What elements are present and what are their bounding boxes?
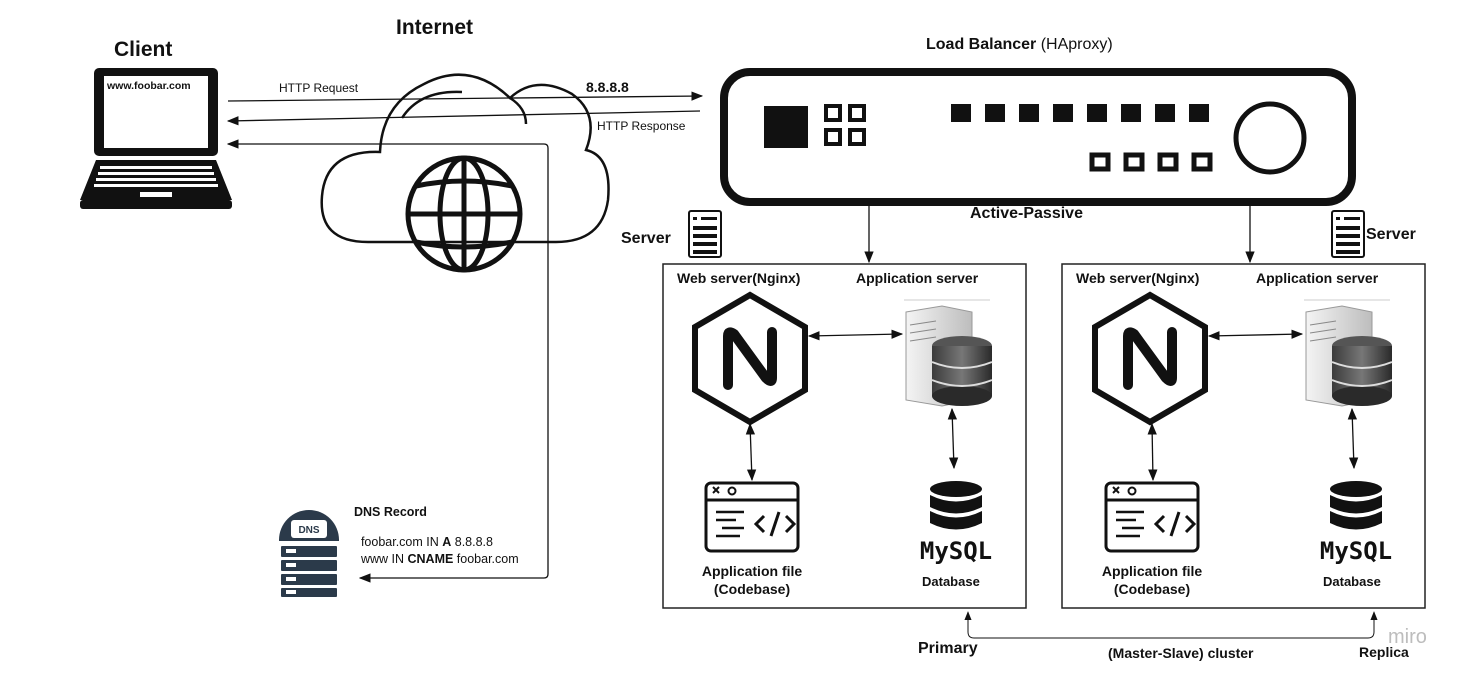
dns-a-record: foobar.com IN A 8.8.8.8 bbox=[354, 521, 493, 549]
globe-icon bbox=[405, 155, 523, 273]
server-label-1: Server bbox=[621, 230, 671, 247]
mysql-logo-text: MySQL bbox=[920, 537, 992, 565]
code-file-icon bbox=[704, 481, 800, 553]
dns-a-value: 8.8.8.8 bbox=[451, 535, 493, 549]
nginx-app-link-1 bbox=[807, 329, 904, 341]
http-request-arrow bbox=[227, 91, 704, 102]
web-server-label: Web server(Nginx) bbox=[677, 270, 801, 286]
nginx-app-link-2 bbox=[1207, 329, 1304, 341]
nginx-icon bbox=[692, 291, 808, 426]
replica-label: Replica bbox=[1359, 644, 1409, 660]
nginx-codebase-link-1 bbox=[745, 422, 757, 482]
mysql-database-icon bbox=[1330, 481, 1382, 530]
load-balancer-title: Load Balancer (HAproxy) bbox=[926, 36, 1113, 54]
client-title: Client bbox=[114, 38, 173, 61]
dns-cname-type: CNAME bbox=[407, 552, 454, 566]
replication-link bbox=[964, 611, 1378, 639]
ip-address-label: 8.8.8.8 bbox=[586, 79, 629, 95]
dns-cname-record: www IN CNAME foobar.com bbox=[354, 538, 519, 566]
mysql-logo-text: MySQL bbox=[1320, 537, 1392, 565]
mysql-database-icon bbox=[930, 481, 982, 530]
miro-watermark: miro bbox=[1388, 626, 1427, 648]
http-request-label: HTTP Request bbox=[279, 81, 359, 95]
internet-title: Internet bbox=[396, 16, 474, 39]
server-label-2: Server bbox=[1366, 226, 1416, 243]
primary-label: Primary bbox=[918, 640, 978, 657]
codebase-label: (Codebase) bbox=[713, 581, 791, 597]
http-response-label: HTTP Response bbox=[597, 119, 686, 133]
code-file-icon bbox=[1104, 481, 1200, 553]
dns-record-title: DNS Record bbox=[354, 505, 427, 519]
codebase-label: (Codebase) bbox=[1113, 581, 1191, 597]
nginx-icon bbox=[1092, 291, 1208, 426]
cluster-label: (Master-Slave) cluster bbox=[1108, 645, 1254, 661]
app-db-link-1 bbox=[947, 407, 959, 470]
dns-cname-value: foobar.com bbox=[453, 552, 519, 566]
app-server-label: Application server bbox=[856, 270, 979, 286]
dns-badge-text: DNS bbox=[298, 525, 319, 536]
web-server-label: Web server(Nginx) bbox=[1076, 270, 1200, 286]
server-rack-icon bbox=[688, 210, 722, 258]
active-passive-label: Active-Passive bbox=[970, 205, 1083, 222]
app-db-link-2 bbox=[1347, 407, 1359, 470]
load-balancer-software: (HAproxy) bbox=[1040, 36, 1113, 53]
application-server-icon bbox=[1304, 299, 1393, 407]
server-rack-icon bbox=[1331, 210, 1365, 258]
dns-cname-prefix: www IN bbox=[360, 552, 408, 566]
load-balancer-device bbox=[720, 68, 1356, 206]
dns-a-prefix: foobar.com IN bbox=[360, 535, 443, 549]
database-label: Database bbox=[1323, 574, 1381, 589]
dns-lookup-arrow bbox=[226, 139, 549, 583]
database-label: Database bbox=[922, 574, 980, 589]
client-screen-url: www.foobar.com bbox=[107, 80, 191, 92]
nginx-codebase-link-2 bbox=[1147, 422, 1158, 482]
dns-a-type: A bbox=[442, 535, 452, 549]
http-response-arrow bbox=[226, 110, 701, 126]
application-server-icon bbox=[904, 299, 993, 407]
dns-server-icon bbox=[279, 510, 339, 597]
load-balancer-name: Load Balancer bbox=[926, 36, 1037, 53]
app-file-label: Application file bbox=[1101, 563, 1203, 579]
app-server-label: Application server bbox=[1256, 270, 1379, 286]
app-file-label: Application file bbox=[701, 563, 803, 579]
laptop-icon bbox=[80, 68, 232, 209]
